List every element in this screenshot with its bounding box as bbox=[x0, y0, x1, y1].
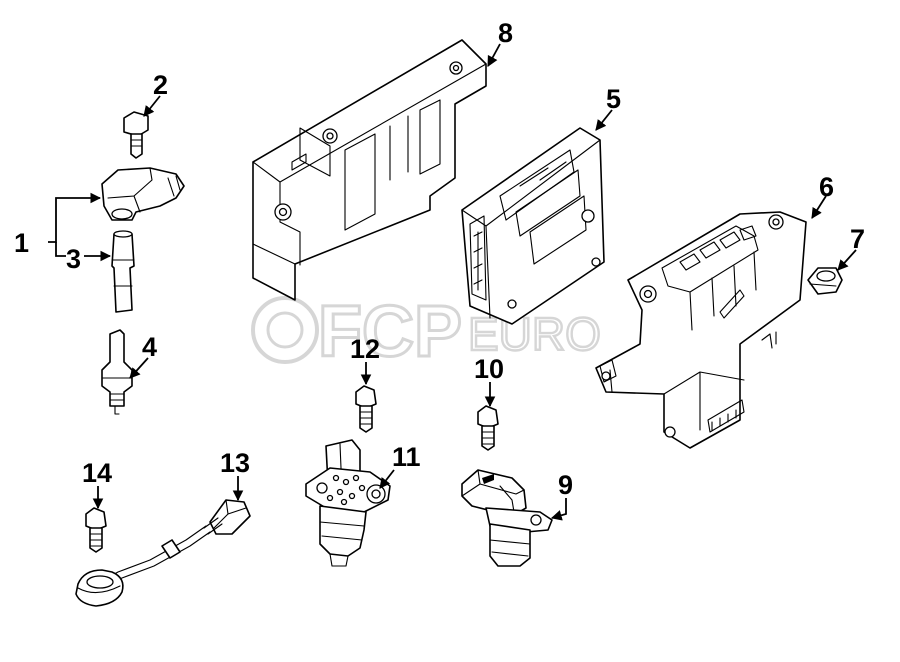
callout-2: 2 bbox=[153, 70, 168, 100]
callout-10: 10 bbox=[474, 354, 504, 384]
callout-3: 3 bbox=[66, 244, 81, 274]
watermark-logo: FCP EURO bbox=[251, 291, 602, 374]
callout-14: 14 bbox=[82, 458, 112, 488]
part-11-cam-sensor bbox=[305, 439, 391, 567]
part-7-nut bbox=[807, 267, 843, 295]
part-9-crank-sensor bbox=[461, 469, 553, 567]
callout-8: 8 bbox=[498, 18, 513, 48]
callout-7: 7 bbox=[850, 224, 865, 254]
part-12-bolt bbox=[355, 385, 377, 433]
callout-13: 13 bbox=[220, 448, 250, 478]
part-13-knock-sensor bbox=[75, 499, 251, 607]
part-14-bolt bbox=[85, 507, 107, 553]
callout-labels: 1 2 3 4 5 6 7 8 9 10 11 12 13 14 bbox=[14, 18, 865, 500]
part-10-bolt bbox=[477, 405, 499, 451]
callout-5: 5 bbox=[606, 84, 621, 114]
part-5-ecu bbox=[461, 127, 605, 325]
callout-6: 6 bbox=[819, 172, 834, 202]
sensor-11-dots bbox=[326, 474, 366, 506]
callout-4: 4 bbox=[142, 332, 157, 362]
part-1-ignition-coil bbox=[101, 167, 185, 221]
part-2-bolt bbox=[123, 111, 149, 159]
watermark-brand: FCP bbox=[318, 292, 462, 372]
part-4-spark-plug bbox=[101, 329, 133, 415]
watermark-suffix: EURO bbox=[468, 308, 601, 360]
callout-11: 11 bbox=[392, 442, 421, 472]
callout-12: 12 bbox=[350, 334, 380, 364]
part-8-module bbox=[252, 39, 487, 301]
leader-lines bbox=[48, 43, 857, 521]
callout-9: 9 bbox=[558, 470, 573, 500]
callout-1: 1 bbox=[14, 228, 29, 258]
part-6-carrier bbox=[595, 211, 807, 449]
part-3-coil-boot bbox=[111, 230, 135, 313]
